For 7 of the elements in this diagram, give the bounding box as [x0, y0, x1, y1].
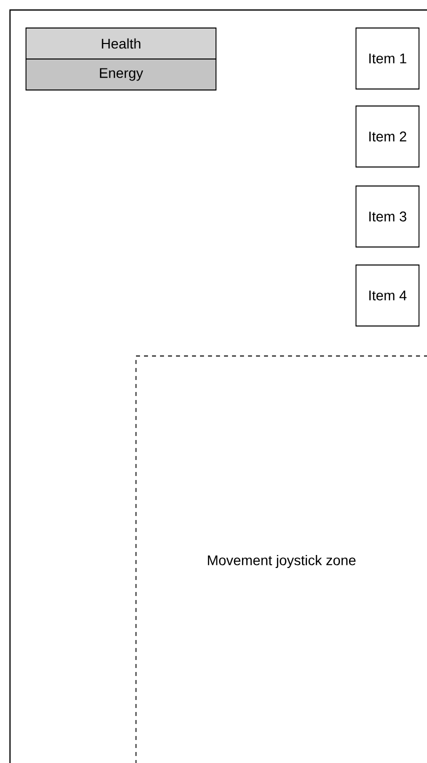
status-bar: Energy	[26, 58, 216, 90]
inventory-slot: Item 2	[356, 106, 420, 168]
inventory-slot: Item 4	[356, 264, 420, 326]
joystick-zone: Movement joystick zone	[136, 356, 427, 763]
status-bar: Health	[26, 28, 216, 60]
inventory-slot: Item 1	[356, 28, 420, 90]
inventory-slot: Item 3	[356, 186, 420, 248]
